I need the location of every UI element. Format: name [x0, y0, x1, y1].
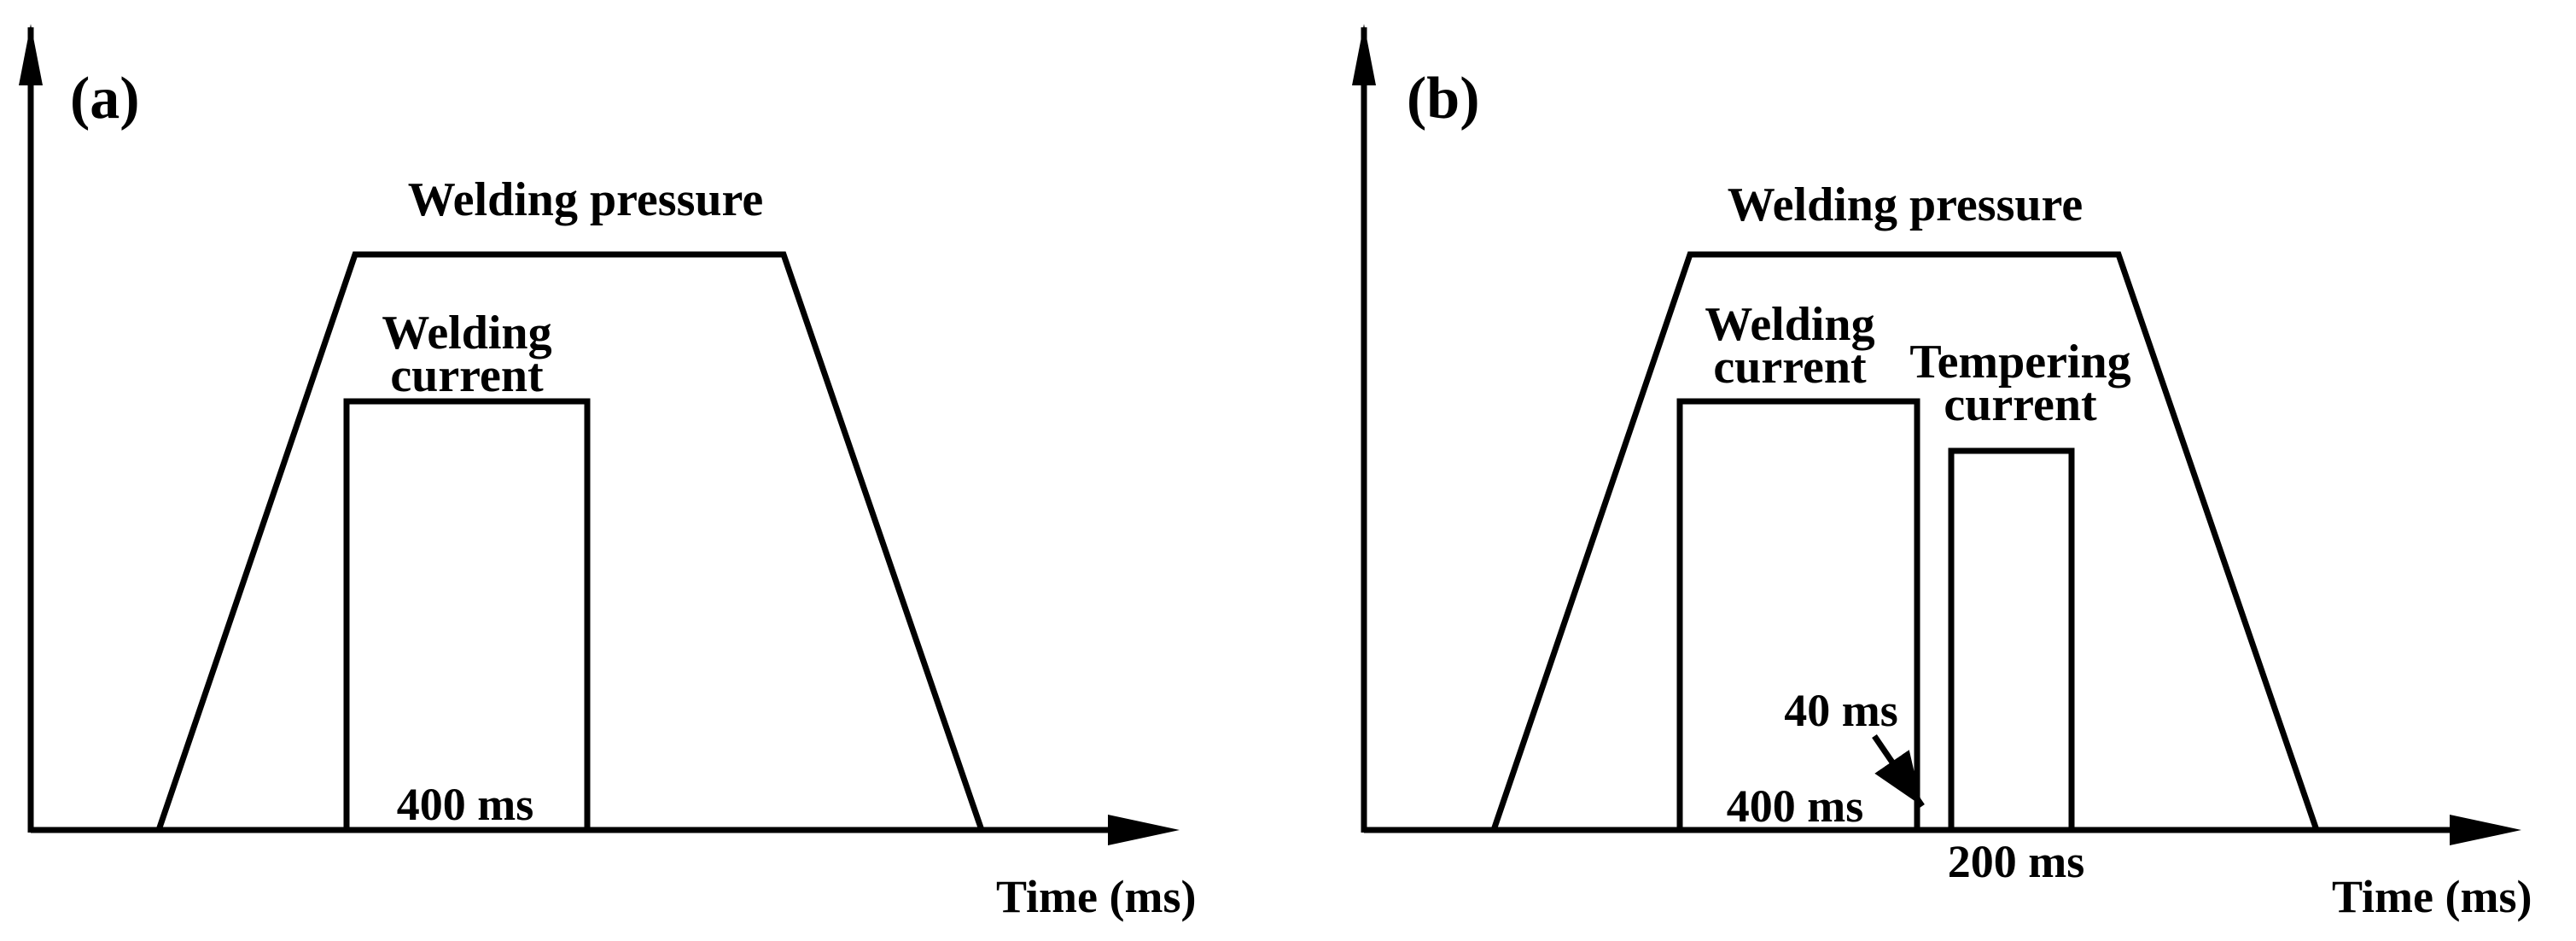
panel-a-welding-pressure-profile	[155, 251, 985, 832]
panel-a: (a) Welding pressure Welding current 400…	[19, 24, 1196, 922]
panel-a-x-axis-label: Time (ms)	[996, 871, 1196, 922]
panel-b-welding-current-pulse	[1676, 398, 1920, 830]
panel-b-welding-pressure-label: Welding pressure	[1728, 178, 2083, 231]
panel-b-x-axis-arrowhead	[2450, 815, 2521, 845]
panel-b-welding-current-label-line2: current	[1713, 341, 1867, 394]
panel-a-welding-pressure-label: Welding pressure	[408, 173, 763, 226]
panel-b-welding-time-label: 400 ms	[1727, 780, 1864, 832]
panel-b-tempering-time-label: 200 ms	[1948, 836, 2085, 887]
panel-a-x-axis-arrowhead	[1108, 815, 1180, 845]
panel-b-y-axis-arrowhead	[1352, 24, 1376, 85]
panel-a-welding-current-label-line2: current	[390, 349, 544, 402]
panel-b-welding-pressure-profile	[1490, 251, 2320, 832]
panel-a-welding-current-pulse	[343, 398, 591, 830]
panel-b-welding-current-label-line1: Welding	[1705, 298, 1874, 351]
panel-b-x-axis-label: Time (ms)	[2332, 871, 2532, 922]
panel-b-tempering-current-pulse	[1948, 447, 2075, 830]
panel-b-tag: (b)	[1407, 66, 1480, 132]
panel-a-y-axis-arrowhead	[19, 24, 43, 85]
panel-b-tempering-current-label-line1: Tempering	[1909, 336, 2130, 389]
panel-b: (b) Welding pressure Welding current Tem…	[1352, 24, 2532, 922]
panel-b-tempering-current-label-line2: current	[1944, 378, 2097, 431]
panel-b-gap-time-label: 40 ms	[1784, 685, 1898, 736]
panel-a-welding-current-label-line1: Welding	[382, 307, 551, 359]
panel-a-tag: (a)	[70, 66, 140, 132]
panel-a-welding-time-label: 400 ms	[397, 779, 534, 830]
panel-b-gap-time-arrow	[1872, 734, 1925, 808]
